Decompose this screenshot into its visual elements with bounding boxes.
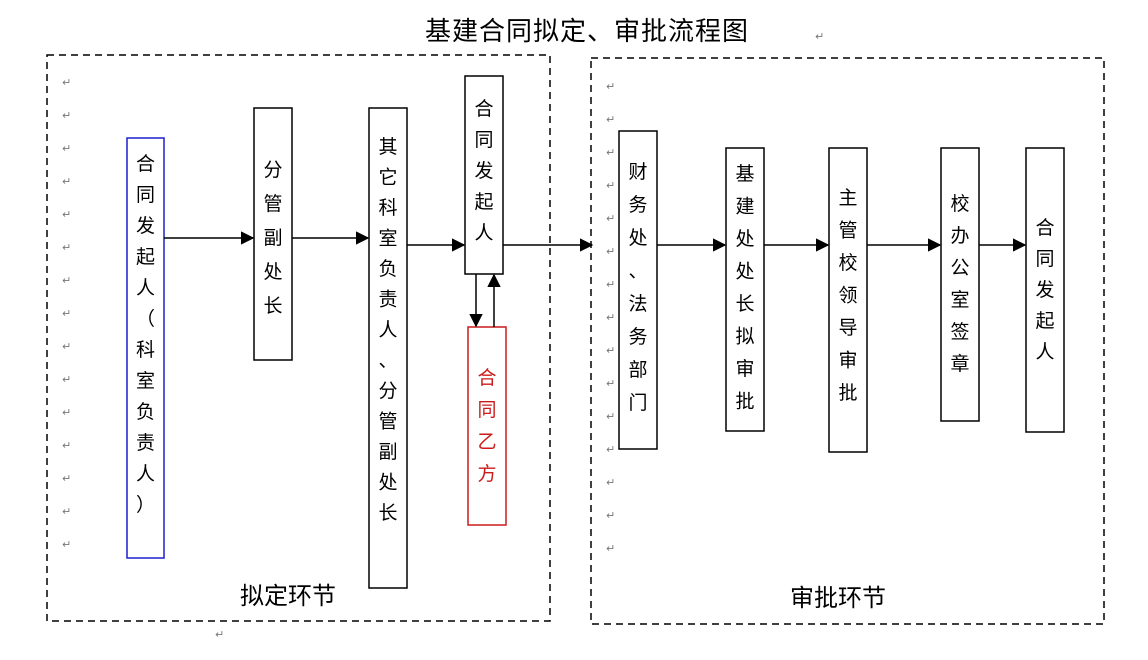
approval-section-frame: [590, 57, 1105, 625]
node-deputy-director-box: [253, 107, 293, 361]
node-party-b-label: 合同乙方: [477, 367, 496, 485]
paragraph-mark-icon: ↵: [606, 311, 615, 324]
paragraph-mark-icon: ↵: [606, 377, 615, 390]
paragraph-mark-icon: ↵: [606, 278, 615, 291]
paragraph-mark-icon: ↵: [815, 30, 824, 43]
paragraph-mark-icon: ↵: [606, 509, 615, 522]
paragraph-mark-icon: ↵: [606, 344, 615, 357]
paragraph-mark-icon: ↵: [62, 208, 71, 221]
paragraph-mark-icon: ↵: [606, 146, 615, 159]
node-other-heads-box: [368, 107, 408, 589]
paragraph-mark-icon: ↵: [606, 542, 615, 555]
paragraph-mark-icon: ↵: [62, 340, 71, 353]
node-infra-director-label: 基建处处长拟审批: [735, 163, 754, 413]
node-initiator-final-label: 合同发起人: [1035, 217, 1054, 363]
node-school-office-label: 校办公室签章: [950, 193, 969, 375]
paragraph-mark-icon: ↵: [606, 113, 615, 126]
paragraph-marks: ↵ ↵ ↵ ↵ ↵ ↵ ↵ ↵ ↵ ↵ ↵ ↵ ↵ ↵ ↵ ↵ ↵ ↵ ↵ ↵ ↵ ↵ ↵ ↵ ↵ ↵ ↵ ↵ ↵ ↵ ↵ ↵: [62, 30, 824, 641]
paragraph-mark-icon: ↵: [62, 175, 71, 188]
paragraph-mark-icon: ↵: [606, 179, 615, 192]
node-initiator-final-box: [1025, 147, 1065, 433]
paragraph-mark-icon: ↵: [215, 628, 224, 641]
paragraph-mark-icon: ↵: [606, 443, 615, 456]
paragraph-mark-icon: ↵: [62, 241, 71, 254]
paragraph-mark-icon: ↵: [62, 505, 71, 518]
paragraph-mark-icon: ↵: [62, 439, 71, 452]
node-deputy-director-label: 分管副处长: [263, 159, 282, 317]
paragraph-mark-icon: ↵: [62, 76, 71, 89]
node-finance-legal-label: 财务处、法务部门: [628, 161, 647, 414]
node-initiator-2-label: 合同发起人: [474, 98, 493, 244]
node-supervising-leader-box: [828, 147, 868, 453]
node-initiator-label: 合同发起人（科室负责人）: [136, 153, 155, 516]
paragraph-mark-icon: ↵: [62, 538, 71, 551]
node-party-b-box: [467, 326, 507, 526]
approval-section-label: 审批环节: [790, 584, 886, 612]
paragraph-mark-icon: ↵: [62, 373, 71, 386]
paragraph-mark-icon: ↵: [62, 472, 71, 485]
paragraph-mark-icon: ↵: [62, 307, 71, 320]
node-initiator-2-box: [464, 75, 504, 275]
node-initiator-box: [126, 137, 165, 559]
paragraph-mark-icon: ↵: [606, 476, 615, 489]
node-school-office-box: [940, 147, 980, 422]
paragraph-mark-icon: ↵: [62, 406, 71, 419]
paragraph-mark-icon: ↵: [606, 212, 615, 225]
node-other-heads-label: 其它科室负责人、分管副处长: [378, 136, 397, 524]
paragraph-mark-icon: ↵: [606, 245, 615, 258]
drafting-section-frame: [46, 54, 551, 622]
diagram-title: 基建合同拟定、审批流程图: [425, 17, 749, 47]
node-supervising-leader-label: 主管校领导审批: [838, 187, 857, 404]
paragraph-mark-icon: ↵: [62, 109, 71, 122]
node-finance-legal-box: [618, 130, 658, 450]
paragraph-mark-icon: ↵: [606, 410, 615, 423]
drafting-section-label: 拟定环节: [240, 582, 336, 610]
node-infra-director-box: [725, 147, 765, 432]
paragraph-mark-icon: ↵: [62, 142, 71, 155]
paragraph-mark-icon: ↵: [606, 80, 615, 93]
paragraph-mark-icon: ↵: [62, 274, 71, 287]
